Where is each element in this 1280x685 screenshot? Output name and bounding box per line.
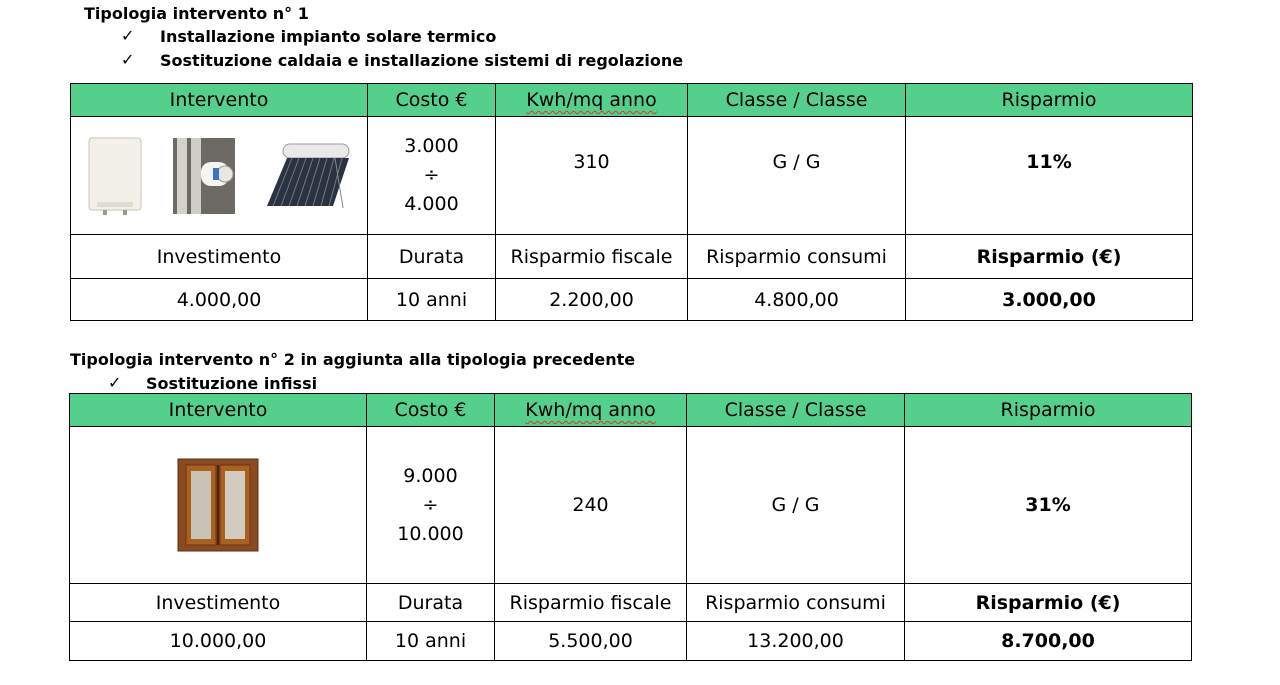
table-label-row: Investimento Durata Risparmio fiscale Ri… xyxy=(70,234,1193,279)
cost-max: 10.000 xyxy=(397,522,464,545)
kwh-value: 240 xyxy=(494,426,687,584)
section-1-bullet-1: Installazione impianto solare termico xyxy=(160,27,497,46)
value-risparmio-fiscale: 5.500,00 xyxy=(494,621,687,661)
header-costo: Costo € xyxy=(366,393,495,427)
kwh-value: 310 xyxy=(495,116,688,235)
cost-max: 4.000 xyxy=(404,193,459,215)
intervention-images-cell xyxy=(70,116,368,235)
header-intervento: Intervento xyxy=(70,83,368,117)
cost-min: 3.000 xyxy=(404,135,459,157)
header-classe: Classe / Classe xyxy=(687,83,906,117)
table-header-row: Intervento Costo € Kwh/mq anno Classe / … xyxy=(69,393,1192,427)
section-2-bullet-1: Sostituzione infissi xyxy=(146,374,318,393)
classe-value: G / G xyxy=(686,426,905,584)
value-risparmio-euro: 8.700,00 xyxy=(904,621,1192,661)
cost-separator: ÷ xyxy=(422,493,439,516)
header-kwh: Kwh/mq anno xyxy=(494,393,687,427)
label-durata: Durata xyxy=(367,234,496,279)
label-risparmio-euro: Risparmio (€) xyxy=(905,234,1193,279)
header-risparmio: Risparmio xyxy=(904,393,1192,427)
label-risparmio-fiscale: Risparmio fiscale xyxy=(495,234,688,279)
label-risparmio-euro: Risparmio (€) xyxy=(904,583,1192,622)
value-investimento: 10.000,00 xyxy=(69,621,367,661)
table-label-row: Investimento Durata Risparmio fiscale Ri… xyxy=(69,583,1192,622)
section-2-title: Tipologia intervento n° 2 in aggiunta al… xyxy=(70,350,636,369)
checkmark-icon: ✓ xyxy=(108,373,122,392)
value-risparmio-consumi: 13.200,00 xyxy=(686,621,905,661)
header-intervento: Intervento xyxy=(69,393,367,427)
checkmark-icon: ✓ xyxy=(121,26,135,45)
value-risparmio-euro: 3.000,00 xyxy=(905,278,1193,321)
header-risparmio: Risparmio xyxy=(905,83,1193,117)
label-risparmio-consumi: Risparmio consumi xyxy=(686,583,905,622)
cost-separator: ÷ xyxy=(423,164,440,186)
window-frame-image xyxy=(177,458,259,552)
risparmio-percent: 31% xyxy=(904,426,1192,584)
label-risparmio-fiscale: Risparmio fiscale xyxy=(494,583,687,622)
value-durata: 10 anni xyxy=(367,278,496,321)
classe-value: G / G xyxy=(687,116,906,235)
solar-water-heater-image xyxy=(267,143,350,208)
label-durata: Durata xyxy=(366,583,495,622)
section-1-bullet-2: Sostituzione caldaia e installazione sis… xyxy=(160,51,684,70)
intervention-table-2: Intervento Costo € Kwh/mq anno Classe / … xyxy=(69,393,1192,661)
label-investimento: Investimento xyxy=(70,234,368,279)
header-kwh: Kwh/mq anno xyxy=(495,83,688,117)
section-1-title: Tipologia intervento n° 1 xyxy=(84,4,309,23)
cost-range-cell: 3.000 ÷ 4.000 xyxy=(367,116,496,235)
checkmark-icon: ✓ xyxy=(121,50,135,69)
table-header-row: Intervento Costo € Kwh/mq anno Classe / … xyxy=(70,83,1193,117)
table-data-row: 3.000 ÷ 4.000 310 G / G 11% xyxy=(70,116,1193,235)
cost-min: 9.000 xyxy=(403,464,458,487)
label-risparmio-consumi: Risparmio consumi xyxy=(687,234,906,279)
value-risparmio-consumi: 4.800,00 xyxy=(687,278,906,321)
boiler-image xyxy=(88,137,142,215)
intervention-table-1: Intervento Costo € Kwh/mq anno Classe / … xyxy=(70,83,1193,321)
risparmio-percent: 11% xyxy=(905,116,1193,235)
table-data-row: 9.000 ÷ 10.000 240 G / G 31% xyxy=(69,426,1192,584)
header-classe: Classe / Classe xyxy=(686,393,905,427)
cost-range-cell: 9.000 ÷ 10.000 xyxy=(366,426,495,584)
thermostatic-valve-image xyxy=(173,137,235,214)
value-investimento: 4.000,00 xyxy=(70,278,368,321)
table-value-row: 10.000,00 10 anni 5.500,00 13.200,00 8.7… xyxy=(69,621,1192,661)
table-value-row: 4.000,00 10 anni 2.200,00 4.800,00 3.000… xyxy=(70,278,1193,321)
value-risparmio-fiscale: 2.200,00 xyxy=(495,278,688,321)
value-durata: 10 anni xyxy=(366,621,495,661)
label-investimento: Investimento xyxy=(69,583,367,622)
header-costo: Costo € xyxy=(367,83,496,117)
intervention-images-cell xyxy=(69,426,367,584)
